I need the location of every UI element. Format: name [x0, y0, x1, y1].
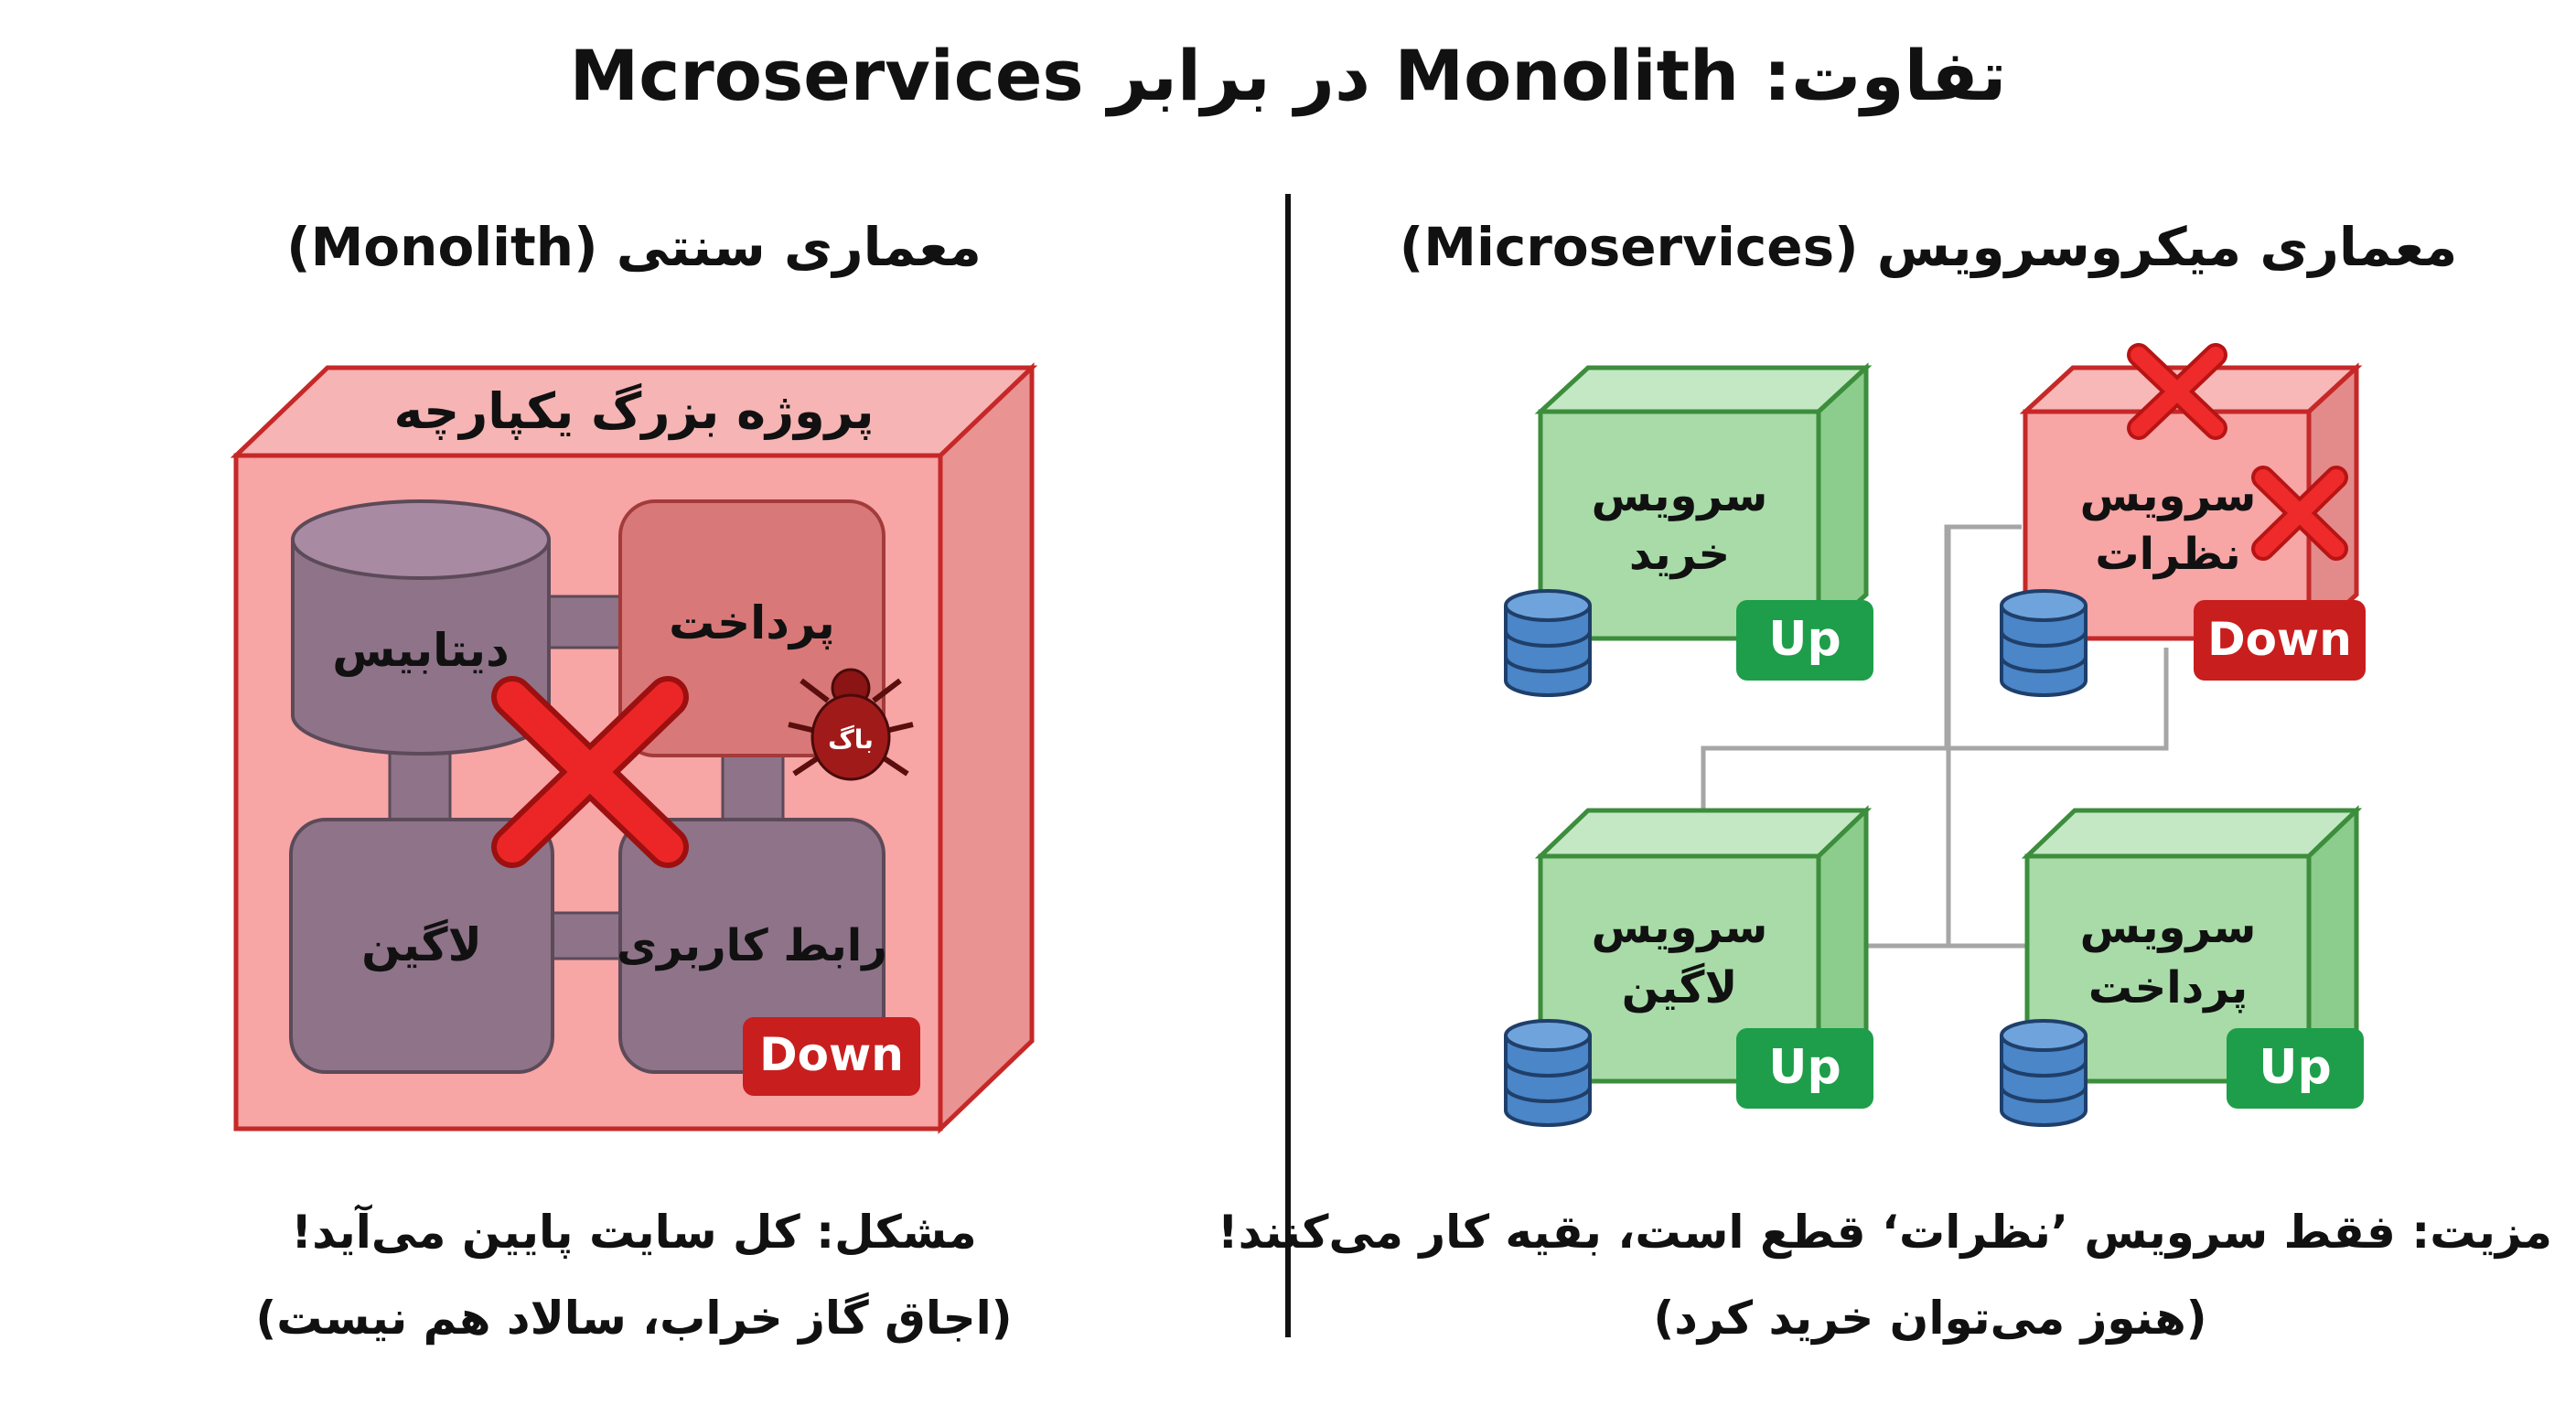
service-payment-status: Up: [2259, 1040, 2331, 1095]
failure-x-icon: [2251, 466, 2348, 561]
failure-x-icon: [2127, 343, 2227, 440]
monolith-caption-line2: (اجاق گاز خراب، سالاد هم نیست): [255, 1292, 1013, 1345]
bug-icon: باگ: [788, 668, 914, 781]
monolith-status-text: Down: [759, 1028, 904, 1081]
service-network-lines: [1701, 524, 2169, 949]
service-comments: سرویس نظرات Down: [2000, 343, 2366, 697]
microservices-heading: معماری میکروسرویس (Microservices): [1399, 216, 2458, 278]
microservices-caption: مزیت: فقط سرویس ’نظرات‘ قطع است، بقیه کا…: [1217, 1189, 2552, 1361]
payment-label: پرداخت: [669, 596, 835, 650]
database-icon: [2000, 589, 2088, 697]
connector-login-ui: [543, 911, 624, 960]
service-purchase-status: Up: [1768, 612, 1841, 667]
microservices-caption-line1: مزیت: فقط سرویس ’نظرات‘ قطع است، بقیه کا…: [1217, 1206, 2552, 1259]
service-payment: سرویس پرداخت Up: [2000, 805, 2364, 1127]
failure-x-icon: [491, 676, 689, 868]
bug-label: باگ: [828, 724, 874, 755]
service-comments-line2: نظرات: [2095, 529, 2240, 580]
database-icon: [1504, 1019, 1592, 1127]
service-purchase: سرویس خرید Up: [1504, 362, 1873, 697]
monolith-status-badge: [743, 1017, 920, 1096]
service-payment-line1: سرویس: [2080, 902, 2257, 953]
monolith-block: پروژه بزرگ یکپارچه دیتابیس پرداخت باگ: [230, 362, 1038, 1134]
database-label: دیتابیس: [332, 624, 509, 677]
service-purchase-badge: [1736, 600, 1873, 681]
monolith-login-module: [289, 818, 554, 1074]
monolith-heading: معماری سنتی (Monolith): [286, 216, 982, 278]
monolith-side-face: [938, 362, 1035, 1134]
service-payment-badge: [2227, 1028, 2364, 1109]
service-comments-line1: سرویس: [2080, 470, 2257, 521]
service-purchase-line2: خرید: [1629, 529, 1730, 580]
service-login-line1: سرویس: [1592, 902, 1768, 953]
service-comments-badge: [2194, 600, 2366, 681]
service-login-status: Up: [1768, 1040, 1841, 1095]
service-login: سرویس لاگین Up: [1504, 805, 1873, 1127]
monolith-caption-line1: مشکل: کل سایت پایین می‌آید!: [291, 1206, 977, 1259]
service-purchase-line1: سرویس: [1592, 470, 1768, 521]
database-icon: [2000, 1019, 2088, 1127]
service-comments-status: Down: [2207, 613, 2352, 666]
microservices-caption-line2: (هنوز می‌توان خرید کرد): [1653, 1292, 2207, 1345]
connector-db-payment: [543, 595, 624, 649]
monolith-box-label: پروژه بزرگ یکپارچه: [394, 382, 875, 440]
service-login-line2: لاگین: [1622, 962, 1737, 1014]
service-login-badge: [1736, 1028, 1873, 1109]
service-payment-line2: پرداخت: [2088, 962, 2248, 1014]
ui-label: رابط کاربری: [617, 920, 887, 971]
database-icon: [1504, 589, 1592, 697]
monolith-caption: مشکل: کل سایت پایین می‌آید! (اجاق گاز خر…: [12, 1189, 1256, 1361]
page-title: تفاوت: Monolith در برابر Mcroservices: [569, 35, 2007, 116]
login-label: لاگین: [361, 918, 482, 972]
